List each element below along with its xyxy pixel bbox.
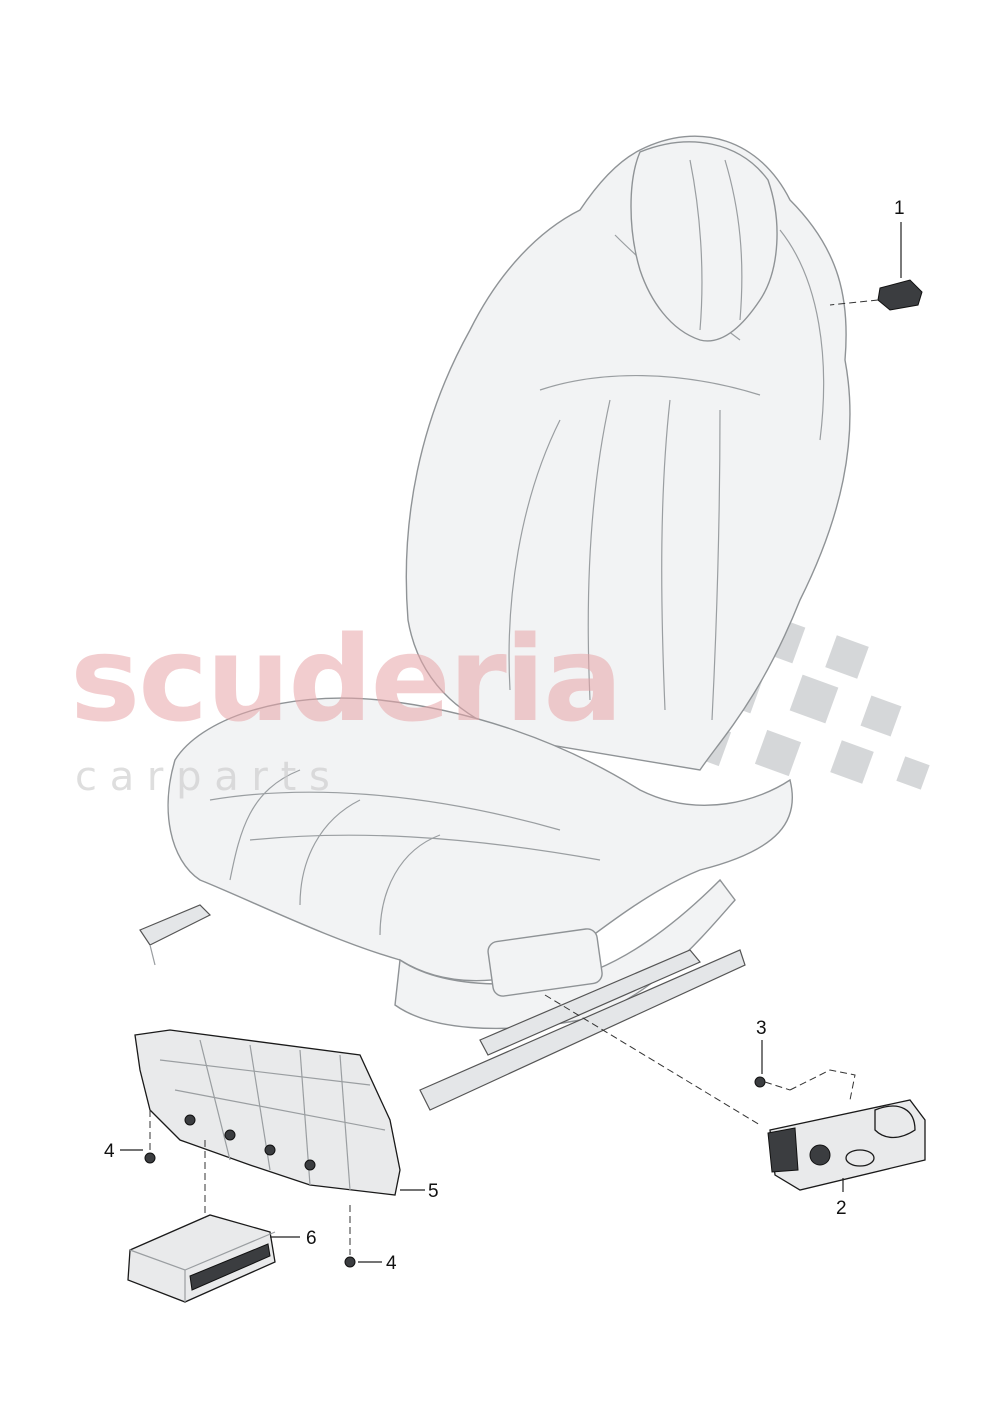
callout-1: 1 xyxy=(894,198,905,219)
part-2-control-switch xyxy=(544,994,926,1192)
part-5-bracket xyxy=(134,1029,425,1196)
watermark-text: scuderia xyxy=(70,610,621,748)
part-4-screw-right xyxy=(344,1205,382,1268)
callout-4-left: 4 xyxy=(104,1141,115,1162)
callout-6: 6 xyxy=(306,1228,317,1249)
callout-2: 2 xyxy=(836,1198,847,1219)
seat-illustration xyxy=(139,135,851,1111)
part-4-screw-left xyxy=(120,1110,156,1164)
part-3-screw xyxy=(754,1040,791,1091)
part-6-control-unit xyxy=(127,1140,300,1303)
watermark-subtext: c a r p a r t s xyxy=(75,754,330,800)
seat-rail xyxy=(419,949,746,1111)
callout-5: 5 xyxy=(428,1181,439,1202)
part-1-switch xyxy=(829,222,923,311)
seat-headrest xyxy=(630,141,778,342)
seat-cushion xyxy=(167,697,794,982)
callout-4-right: 4 xyxy=(386,1253,397,1274)
callout-3: 3 xyxy=(756,1018,767,1039)
